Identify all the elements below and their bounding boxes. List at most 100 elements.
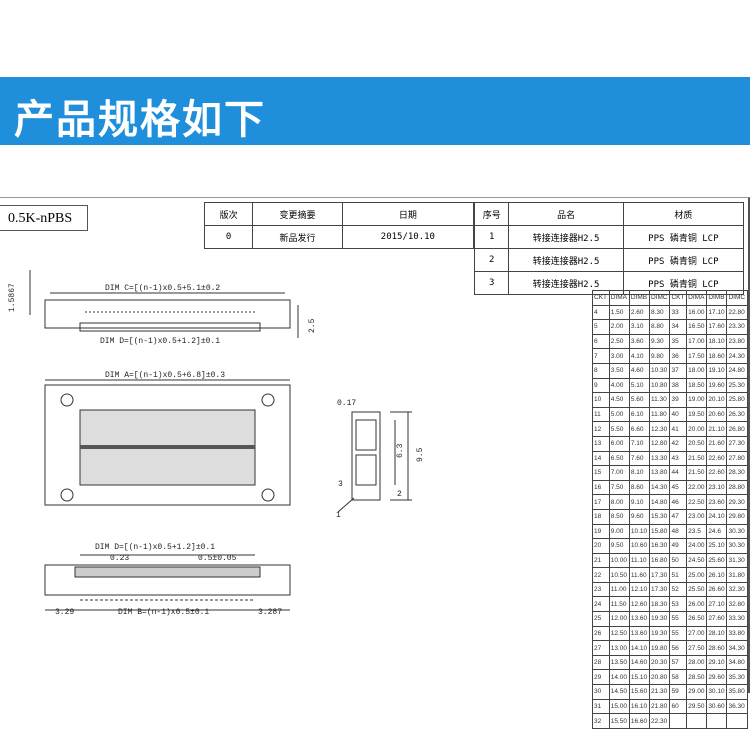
dim-cell: 2.00 — [608, 319, 630, 335]
dim-cell: 6.10 — [628, 406, 650, 423]
dim-cell: 8.30 — [648, 304, 671, 321]
right-offset-label: 3.287 — [258, 608, 282, 617]
dim-cell: 47 — [669, 508, 688, 525]
dim-cell: 4.10 — [628, 348, 650, 364]
dim-cell: 30.30 — [726, 538, 748, 554]
dim-cell: 9.80 — [648, 348, 671, 364]
dim-cell: 11.50 — [608, 596, 630, 613]
dim-cell: 21.60 — [706, 435, 728, 452]
dim-cell: 25.60 — [706, 552, 728, 569]
dim-cell: 25.80 — [726, 392, 748, 408]
parts-cell: 3 — [473, 271, 510, 295]
dim-cell: 7 — [592, 348, 610, 364]
bottom-view — [44, 554, 291, 611]
dim-a-label: DIM A=[(n-1)x0.5+6.8]±0.3 — [105, 371, 225, 380]
dim-cell: 34.80 — [726, 654, 748, 671]
dim-cell: 11.00 — [608, 581, 630, 598]
dim-cell: 20 — [592, 538, 610, 554]
dim-cell: 29.60 — [706, 669, 728, 686]
dim-cell: 22.50 — [686, 494, 708, 510]
dim-cell: 10.50 — [608, 567, 630, 583]
dim-header: DIMC — [648, 290, 671, 306]
dim-cell: 24.00 — [686, 538, 708, 554]
dim-cell: 26.10 — [706, 567, 728, 583]
dim-cell: 28.60 — [706, 640, 728, 656]
dim-cell: 6.60 — [628, 421, 650, 437]
dim-cell: 17.00 — [686, 333, 708, 350]
dim-cell: 13 — [592, 435, 610, 452]
dim-cell: 2.50 — [608, 333, 630, 350]
dim-cell: 51 — [669, 567, 688, 583]
dim-header: DIMA — [686, 290, 708, 306]
dim-cell: 14.50 — [608, 684, 630, 700]
parts-cell: PPS 磷青铜 LCP — [622, 225, 745, 249]
dim-cell: 21.50 — [686, 450, 708, 467]
dim-cell: 17.50 — [686, 348, 708, 364]
dim-cell: 24.80 — [726, 362, 748, 379]
dim-cell: 46 — [669, 494, 688, 510]
dim-cell: 23.00 — [686, 508, 708, 525]
dim-cell: 16.00 — [686, 304, 708, 321]
dim-cell: 12.80 — [648, 435, 671, 452]
dim-cell: 14.30 — [648, 479, 671, 496]
parts-header: 材质 — [622, 202, 745, 226]
callout-1: 1 — [336, 511, 341, 520]
dim-cell: 20.30 — [648, 654, 671, 671]
dim-cell: 15.00 — [608, 698, 630, 715]
dim-cell: 29.30 — [726, 494, 748, 510]
dim-cell — [669, 713, 688, 729]
dim-cell: 10.80 — [648, 377, 671, 394]
dim-cell: 27.80 — [726, 450, 748, 467]
dim-cell: 15.60 — [628, 684, 650, 700]
dim-cell: 18.10 — [706, 333, 728, 350]
dim-cell: 8.00 — [608, 494, 630, 510]
dim-cell: 10.00 — [608, 552, 630, 569]
dim-cell: 26.80 — [726, 421, 748, 437]
dim-cell: 20.60 — [706, 406, 728, 423]
dim-cell: 45 — [669, 479, 688, 496]
dim-cell: 40 — [669, 406, 688, 423]
dim-cell: 23.80 — [726, 333, 748, 350]
dim-cell: 15.10 — [628, 669, 650, 686]
dim-cell: 39 — [669, 392, 688, 408]
dim-cell: 19.30 — [648, 625, 671, 642]
dim-cell: 48 — [669, 523, 688, 540]
dim-cell: 14.80 — [648, 494, 671, 510]
dim-cell: 4.00 — [608, 377, 630, 394]
dim-cell: 20.80 — [648, 669, 671, 686]
dim-cell: 4 — [592, 304, 610, 321]
dim-cell: 26 — [592, 625, 610, 642]
dim-cell: 16 — [592, 479, 610, 496]
dim-cell: 24.50 — [686, 552, 708, 569]
dim-cell: 25.50 — [686, 581, 708, 598]
dim-cell: 3.10 — [628, 319, 650, 335]
dim-cell: 37 — [669, 362, 688, 379]
dim-cell: 24.10 — [706, 508, 728, 525]
dim-cell: 35 — [669, 333, 688, 350]
drawing-frame — [0, 197, 750, 693]
dim-cell: 26.50 — [686, 611, 708, 627]
dim-cell: 27.60 — [706, 611, 728, 627]
dim-cell: 5.60 — [628, 392, 650, 408]
dim-cell: 24.30 — [726, 348, 748, 364]
dim-cell: 16.10 — [628, 698, 650, 715]
dim-cell: 16.80 — [648, 552, 671, 569]
dim-cell: 60 — [669, 698, 688, 715]
dim-cell: 14.00 — [608, 669, 630, 686]
side-view — [337, 411, 412, 513]
dim-cell: 9.10 — [628, 494, 650, 510]
dim-header: DIMB — [706, 290, 728, 306]
dim-cell: 10.10 — [628, 523, 650, 540]
callout-2: 2 — [397, 490, 402, 499]
dim-cell: 15.50 — [608, 713, 630, 729]
model-label: 0.5K-nPBS — [0, 205, 88, 231]
